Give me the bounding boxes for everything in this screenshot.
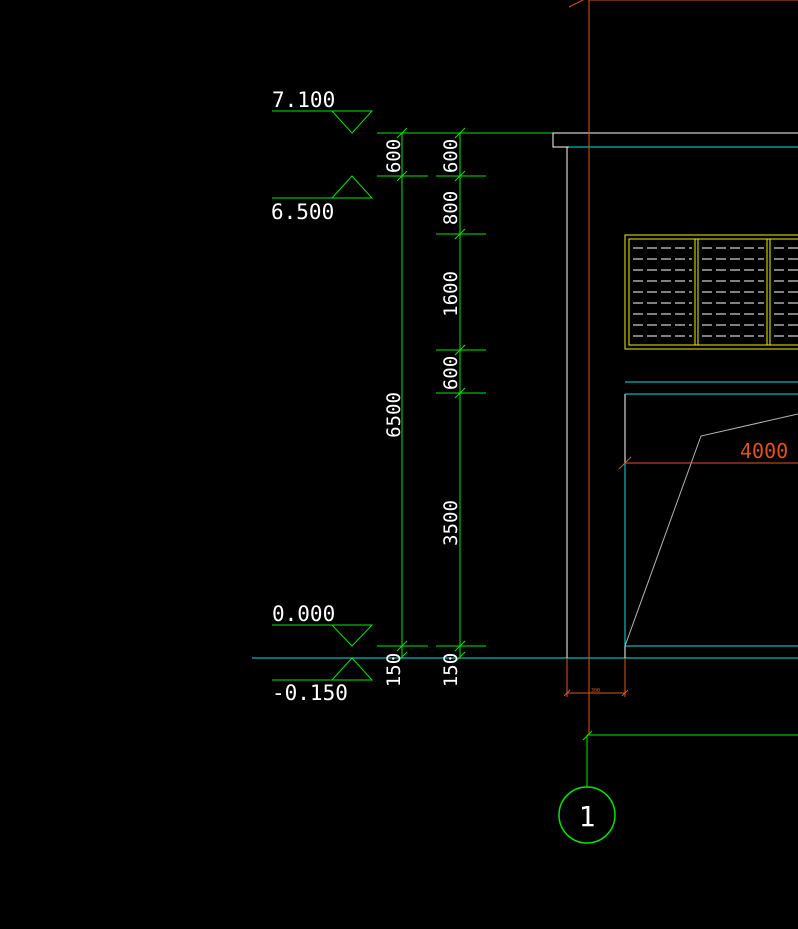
dim-tiny-300: 300 xyxy=(591,688,600,694)
dim-outer-6500: 6500 xyxy=(383,392,405,438)
axis-grid-line xyxy=(568,0,798,735)
elevation-label-eave: 6.500 xyxy=(271,200,334,224)
dim-inner-150: 150 xyxy=(440,653,462,687)
building-outline xyxy=(552,132,798,658)
vertical-dimension-chains xyxy=(377,127,555,663)
window-louvers xyxy=(633,247,798,337)
dim-inner-3500: 3500 xyxy=(440,500,462,546)
dim-inner-600-mid: 600 xyxy=(440,356,462,390)
elevation-label-floor: 0.000 xyxy=(272,602,335,626)
axis-leader-lines xyxy=(582,730,798,787)
dim-outer-600: 600 xyxy=(383,139,405,173)
elevation-label-ground: -0.150 xyxy=(272,681,348,705)
dim-red-4000: 4000 xyxy=(740,439,788,463)
dim-inner-600-top: 600 xyxy=(440,139,462,173)
elevation-markers xyxy=(272,110,374,681)
elevation-label-top: 7.100 xyxy=(272,88,335,112)
axis-bubble xyxy=(558,786,616,844)
dim-inner-1600: 1600 xyxy=(440,271,462,317)
window xyxy=(624,234,798,350)
dim-outer-150: 150 xyxy=(383,653,405,687)
axis-label: 1 xyxy=(579,800,596,833)
horizontal-dimension-red xyxy=(618,456,798,470)
bottom-small-dimension xyxy=(563,658,629,697)
dim-inner-800: 800 xyxy=(440,191,462,225)
